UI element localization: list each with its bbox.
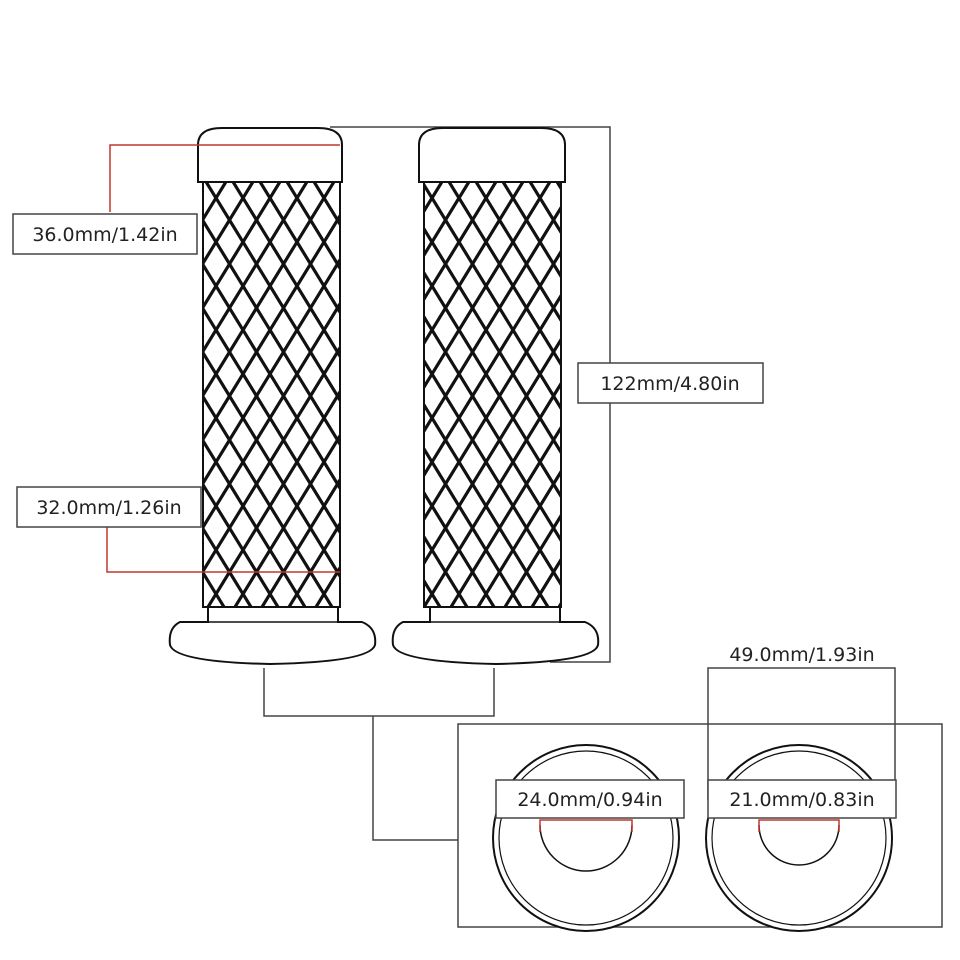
grip-length-text: 122mm/4.80in [600, 373, 739, 395]
left-grip-end-cap [197, 127, 343, 183]
left-grip [168, 127, 377, 666]
flange-diameter-text: 49.0mm/1.93in [729, 644, 874, 666]
grip-base-diameter-text: 32.0mm/1.26in [36, 497, 181, 519]
label-grip-end-diameter: 36.0mm/1.42in [12, 213, 198, 255]
label-grip-length: 122mm/4.80in [577, 362, 764, 404]
inner-diameter-right-text: 21.0mm/0.83in [729, 789, 874, 811]
left-grip-flange [168, 606, 377, 666]
right-grip [391, 127, 600, 666]
inner-diameter-left-text: 24.0mm/0.94in [517, 789, 662, 811]
grip-end-diameter-text: 36.0mm/1.42in [32, 224, 177, 246]
right-grip-flange [391, 606, 600, 666]
right-grip-end-cap [418, 127, 566, 183]
end-view-left [492, 744, 680, 932]
label-flange-diameter: 49.0mm/1.93in [729, 644, 874, 666]
label-inner-diameter-left: 24.0mm/0.94in [495, 779, 685, 819]
label-grip-base-diameter: 32.0mm/1.26in [16, 486, 202, 528]
dimension-lines-red [106, 144, 340, 573]
label-inner-diameter-right: 21.0mm/0.83in [707, 779, 897, 819]
